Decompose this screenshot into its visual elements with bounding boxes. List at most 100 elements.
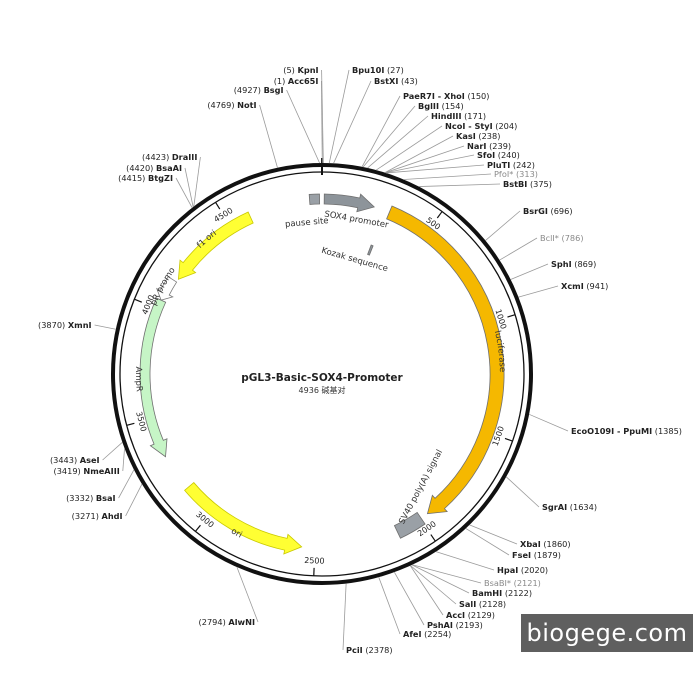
site-connector: [259, 104, 278, 168]
pause-site-feature: [308, 193, 321, 205]
tick-mark: [134, 298, 143, 303]
site-connector: [118, 469, 135, 499]
site-connector: [333, 80, 372, 164]
plasmid-length: 4936 碱基对: [299, 385, 346, 395]
kozak-sequence-feature: [367, 244, 374, 256]
site-connector: [385, 154, 475, 174]
site-connector: [394, 572, 425, 626]
site-connector: [321, 69, 324, 164]
restriction-site-label: PluTI (242): [487, 160, 535, 170]
site-connector: [528, 413, 569, 432]
site-connector: [328, 69, 350, 164]
kozak-sequence-label: Kozak sequence: [320, 246, 389, 275]
site-connector: [385, 164, 485, 174]
site-connector: [102, 442, 123, 461]
restriction-site-label: (5) KpnI: [283, 65, 318, 75]
restriction-site-label: PshAI (2193): [427, 620, 483, 630]
site-connector: [362, 105, 416, 168]
restriction-site-label: NarI (239): [467, 141, 511, 151]
site-connector: [94, 324, 116, 330]
restriction-site-label: (3271) AhdI: [72, 511, 123, 521]
site-connector: [411, 564, 470, 594]
restriction-site-label: Bpu10I (27): [352, 65, 404, 75]
restriction-site-label: BstXI (43): [374, 76, 418, 86]
pause-site-label: pause site: [285, 216, 329, 230]
tick-mark: [215, 202, 221, 210]
restriction-site-label: AfeI (2254): [403, 629, 451, 639]
site-connector: [465, 528, 510, 556]
restriction-site-label: KasI (238): [456, 131, 500, 141]
restriction-site-label: BsaBI* (2121): [484, 578, 541, 588]
site-connector: [122, 448, 125, 472]
site-connector: [361, 95, 401, 168]
ampr-feature: [139, 297, 168, 458]
restriction-site-label: (4415) BtgZI: [118, 173, 173, 183]
restriction-site-label: NcoI - StyI (204): [445, 121, 517, 131]
plasmid-name: pGL3-Basic-SOX4-Promoter: [241, 372, 403, 384]
site-connector: [385, 145, 465, 174]
restriction-site-label: EcoO109I - PpuMI (1385): [571, 426, 682, 436]
site-connector: [505, 476, 540, 508]
site-connector: [378, 577, 401, 635]
restriction-site-label: (4927) BsgI: [234, 85, 284, 95]
tick-mark: [436, 211, 443, 219]
restriction-site-label: (4420) BsaAI: [126, 163, 182, 173]
tick-mark: [194, 524, 201, 532]
restriction-site-label: PciI (2378): [346, 645, 393, 655]
tick-label: 2500: [304, 556, 325, 566]
restriction-site-label: SfoI (240): [477, 150, 520, 160]
site-connector: [175, 177, 193, 208]
site-connector: [375, 125, 443, 171]
restriction-site-label: (2794) AlwNI: [199, 617, 255, 627]
sox4-promoter-label: SOX4 promoter: [324, 209, 390, 230]
site-connector: [518, 285, 559, 298]
restriction-site-label: XcmI (941): [561, 281, 608, 291]
site-connector: [367, 115, 429, 169]
luciferase-feature: [386, 205, 505, 515]
tick-mark: [504, 437, 513, 442]
restriction-site-label: (3419) NmeAIII: [54, 466, 120, 476]
site-connector: [184, 167, 194, 207]
ampr-label: AmpR: [133, 366, 144, 392]
tick-mark: [430, 534, 436, 542]
restriction-site-label: (4769) NotI: [207, 100, 256, 110]
site-connector: [236, 566, 259, 623]
restriction-site-label: AccI (2129): [446, 610, 495, 620]
restriction-site-label: SgrAI (1634): [542, 502, 597, 512]
site-connector: [125, 483, 143, 517]
restriction-site-label: BglII (154): [418, 101, 464, 111]
restriction-site-label: BamHI (2122): [472, 588, 532, 598]
site-connector: [510, 263, 549, 280]
restriction-site-label: (1) Acc65I: [274, 76, 319, 86]
plasmid-backbone: [111, 158, 533, 585]
site-connector: [469, 524, 518, 545]
restriction-site-label: SphI (869): [551, 259, 596, 269]
restriction-site-label: XbaI (1860): [520, 539, 571, 549]
restriction-site-label: PfoI* (313): [494, 169, 538, 179]
site-connector: [321, 80, 323, 164]
ori-feature: [184, 482, 303, 555]
site-connector: [286, 89, 320, 164]
site-connector: [342, 583, 347, 651]
restriction-site-label: (4423) DraIII: [142, 152, 197, 162]
restriction-site-label: (3332) BsaI: [66, 493, 116, 503]
restriction-site-label: (3443) AseI: [50, 455, 100, 465]
f1-ori-feature: [177, 211, 254, 280]
sox4-promoter-feature: [323, 193, 376, 213]
site-connector: [499, 237, 538, 261]
site-connector: [193, 156, 201, 207]
site-connector: [384, 135, 454, 173]
site-connector: [485, 210, 521, 241]
restriction-site-label: BsrGI (696): [523, 206, 573, 216]
restriction-sites: (5) KpnI(1) Acc65I(4927) BsgI (4769) NotI…: [38, 65, 682, 655]
sv40-polya-signal-label: SV40 poly(A) signal: [397, 448, 445, 526]
site-connector: [412, 564, 482, 584]
map-center-labels: pGL3-Basic-SOX4-Promoter 4936 碱基对: [241, 372, 403, 395]
restriction-site-label: BstBI (375): [503, 179, 552, 189]
restriction-site-label: HindIII (171): [431, 111, 486, 121]
restriction-site-label: (3870) XmnI: [38, 320, 92, 330]
restriction-site-label: SalI (2128): [459, 599, 506, 609]
site-connector: [403, 173, 492, 180]
